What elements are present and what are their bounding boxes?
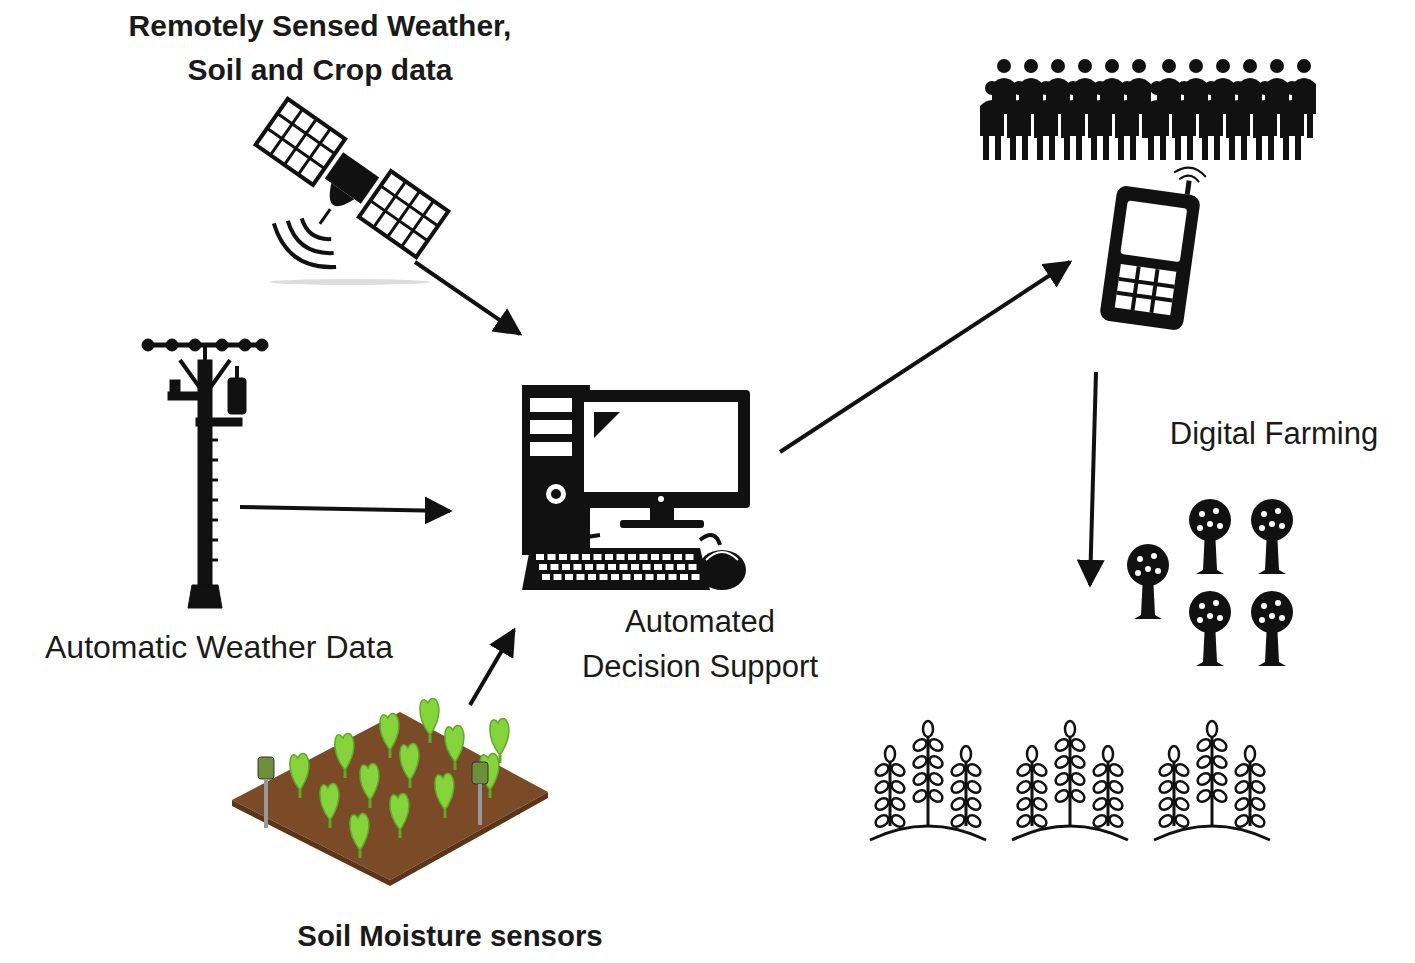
soil-sensor-node: Soil Moisture sensors xyxy=(200,700,700,962)
flow-arrow xyxy=(415,262,520,334)
node-label: Automatic Weather Data xyxy=(4,624,434,670)
soil-field-icon xyxy=(232,698,548,886)
flow-arrow xyxy=(780,262,1070,452)
flow-arrow xyxy=(470,630,514,705)
satellite-data-node: Remotely Sensed Weather, Soil and Crop d… xyxy=(60,4,580,259)
satellite-icon xyxy=(216,99,448,314)
weather-station-node: Automatic Weather Data xyxy=(4,330,434,680)
node-label: Remotely Sensed Weather, Soil and Crop d… xyxy=(70,4,570,91)
tree-icons xyxy=(1127,499,1293,666)
computer-icon xyxy=(522,385,750,590)
people-icon xyxy=(980,59,1316,160)
node-label: Automated Decision Support xyxy=(545,600,855,690)
digital-farming-node: Digital Farming xyxy=(1070,40,1412,850)
decision-support-node: Automated Decision Support xyxy=(515,380,915,700)
node-label: Soil Moisture sensors xyxy=(220,915,680,958)
node-label: Digital Farming xyxy=(1140,412,1408,457)
flow-arrow xyxy=(240,507,450,511)
crop-icons xyxy=(870,721,1270,840)
weather-station-icon xyxy=(142,339,268,608)
